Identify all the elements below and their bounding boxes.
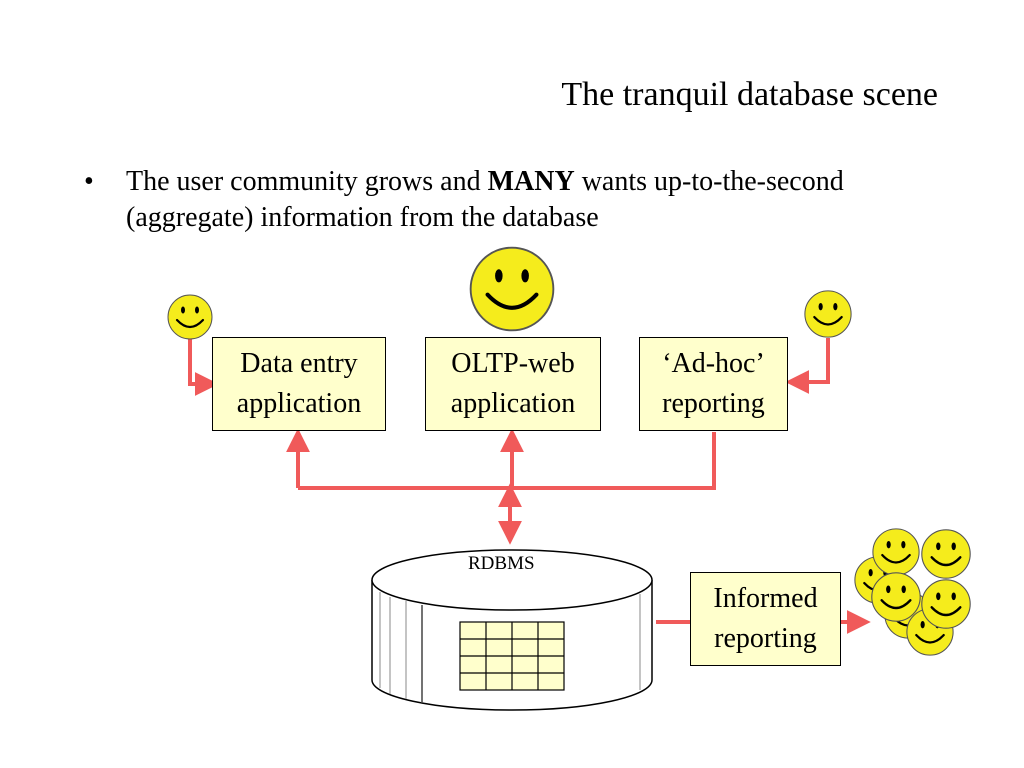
smiley-icon bbox=[166, 293, 214, 341]
arrow-user-to-data-entry bbox=[188, 338, 219, 396]
data-entry-box: Data entry application bbox=[212, 337, 386, 431]
bus-line bbox=[298, 432, 716, 490]
bullet-point: • The user community grows and MANY want… bbox=[84, 164, 944, 236]
smiley-crowd bbox=[853, 527, 972, 657]
bullet-text-start: The user community grows and bbox=[126, 166, 488, 197]
smiley-icon bbox=[871, 527, 921, 577]
smiley-icon bbox=[920, 578, 972, 630]
rdbms-label: RDBMS bbox=[468, 553, 535, 574]
oltp-web-line2: application bbox=[450, 388, 576, 419]
smiley-icon bbox=[803, 289, 853, 339]
informed-reporting-box: Informed reporting bbox=[690, 572, 841, 666]
bullet-text-end: wants up-to-the-second (aggregate) infor… bbox=[126, 166, 844, 233]
oltp-web-box: OLTP-web application bbox=[425, 337, 601, 431]
slide-title: The tranquil database scene bbox=[561, 76, 938, 113]
adhoc-line1: ‘Ad-hoc’ bbox=[662, 348, 765, 379]
arrow-user-to-adhoc bbox=[785, 338, 830, 394]
smiley-icon bbox=[920, 528, 972, 580]
informed-line1: Informed bbox=[713, 583, 818, 614]
data-entry-line1: Data entry bbox=[240, 348, 358, 379]
database-cylinder-icon bbox=[371, 549, 653, 711]
bullet-text: The user community grows and MANY wants … bbox=[126, 164, 944, 236]
bullet-dot: • bbox=[84, 166, 94, 197]
adhoc-line2: reporting bbox=[662, 388, 765, 419]
oltp-web-line1: OLTP-web bbox=[451, 348, 575, 379]
informed-line2: reporting bbox=[714, 623, 817, 654]
adhoc-reporting-box: ‘Ad-hoc’ reporting bbox=[639, 337, 788, 431]
smiley-icon-large bbox=[471, 248, 554, 331]
data-entry-line2: application bbox=[236, 388, 362, 419]
smiley-icon bbox=[870, 571, 922, 623]
bullet-emphasis: MANY bbox=[487, 166, 575, 197]
table-grid-icon bbox=[459, 621, 565, 691]
